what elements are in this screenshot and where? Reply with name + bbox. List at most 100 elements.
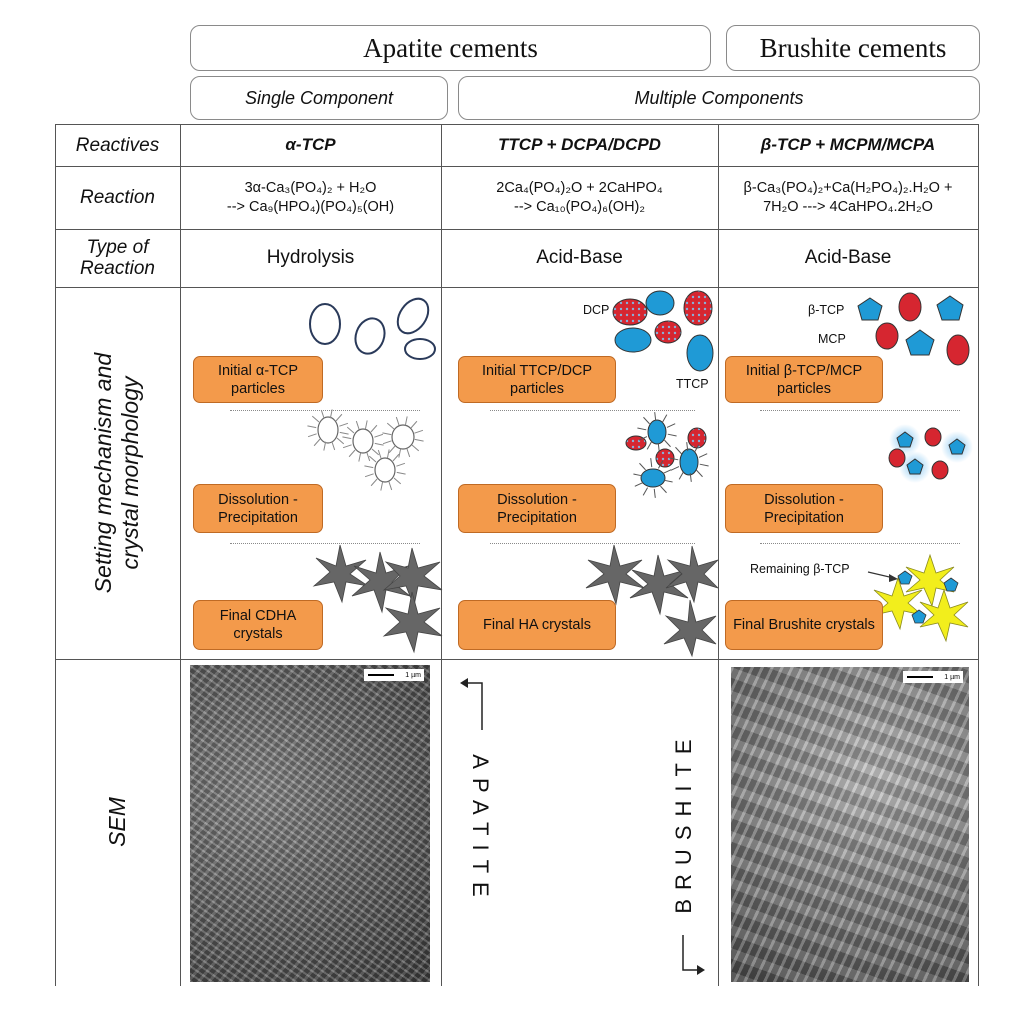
spike-line (382, 440, 392, 445)
spike-line (411, 444, 420, 452)
spike-line (699, 463, 709, 467)
spike-line (667, 433, 677, 437)
table-line-reaction (55, 229, 978, 230)
table-line-col1 (180, 124, 181, 986)
reaction-col1-line1: 3α-Ca₃(PO₄)₂ + H₂O (244, 179, 377, 196)
spike-line (410, 420, 418, 429)
spike-line (370, 424, 378, 433)
spike-line (675, 446, 682, 455)
scale-bar-text: 1 µm (944, 673, 960, 681)
spike-line (639, 462, 646, 471)
brushite-arrow (682, 935, 698, 971)
spike-line (339, 431, 349, 435)
scale-bar-brushite: 1 µm (903, 671, 963, 683)
table-line-setting (55, 659, 978, 660)
stage-separator (490, 410, 695, 411)
spike-line (686, 442, 689, 452)
row-label-type: Type of Reaction (55, 229, 180, 287)
spike-line (662, 469, 672, 474)
table-line-col3 (718, 124, 719, 986)
spike-line (364, 473, 374, 478)
type-col2: Acid-Base (536, 247, 623, 268)
alpha-tcp-particles (309, 297, 436, 360)
spike-line (650, 458, 653, 468)
spike-line (653, 488, 656, 498)
reactives-col3: β-TCP + MCPM/MCPA (760, 135, 936, 154)
spike-line (666, 423, 676, 428)
row-label-type-line1: Type of (86, 237, 149, 258)
spike-line (404, 416, 408, 426)
spike-line (386, 449, 390, 459)
spike-line (406, 448, 411, 458)
spike-line (633, 473, 643, 477)
spike-line (657, 460, 664, 469)
spike-line (678, 471, 685, 480)
spike-line (311, 415, 320, 423)
type-col3: Acid-Base (804, 247, 892, 268)
stage-separator (230, 543, 420, 544)
spike-line (414, 438, 424, 442)
spike-line (698, 453, 708, 458)
stage-separator (490, 543, 695, 544)
cdha-crystals (312, 544, 443, 654)
spike-line (634, 482, 644, 487)
spike-line (374, 442, 384, 446)
spike-line (395, 416, 400, 426)
brushite-cements-header: Brushite cements (726, 25, 980, 71)
spike-line (382, 432, 392, 436)
spike-line (331, 441, 336, 451)
apatite-arrow (467, 682, 483, 730)
single-component-header: Single Component (190, 76, 448, 120)
scale-bar-text: 1 µm (405, 671, 421, 679)
spike-line (307, 425, 317, 429)
stage-initial-col2: Initial TTCP/DCP particles (458, 356, 616, 403)
spike-line (396, 471, 406, 475)
spike-line (661, 414, 668, 423)
reaction-col2-line2: --> Ca₁₀(PO₄)₆(OH)₂ (513, 198, 645, 215)
stage-initial-col1: Initial α-TCP particles (193, 356, 323, 403)
spike-line (355, 420, 360, 430)
stage-final-col2: Final HA crystals (458, 600, 616, 650)
spike-line (371, 448, 380, 456)
spike-line (388, 445, 396, 454)
row-label-reaction: Reaction (80, 187, 155, 208)
stage-dissolution-col1: Dissolution - Precipitation (193, 484, 323, 533)
brushite-arrow-text: BRUSHITE (671, 730, 696, 914)
spike-line (393, 477, 402, 485)
spike-line (358, 452, 362, 462)
spike-line (307, 433, 317, 438)
ttcp-dcp-dissolving (625, 419, 707, 488)
stage-initial-col3: Initial β-TCP/MCP particles (725, 356, 883, 403)
multiple-components-header: Multiple Components (458, 76, 980, 120)
spike-line (414, 429, 424, 434)
spike-line (313, 438, 321, 447)
spike-line (368, 455, 377, 463)
spike-line (380, 481, 384, 491)
spike-line (398, 448, 402, 458)
spike-line (374, 433, 384, 438)
reaction-col3: β-Ca₃(PO₄)₂+Ca(H₂PO₄)₂.H₂O + 7H₂O ---> 4… (718, 166, 978, 229)
spike-line (336, 437, 345, 445)
spike-line (370, 478, 378, 487)
spike-line (643, 416, 650, 425)
spike-line (660, 485, 667, 494)
spike-line (348, 449, 356, 458)
table-line-right (978, 124, 979, 986)
reactives-col1: α-TCP (285, 135, 336, 154)
stage-separator (760, 410, 960, 411)
spike-line (388, 481, 393, 491)
sem-image-apatite: 1 µm (190, 665, 430, 982)
spike-line (637, 427, 647, 431)
spike-line (364, 420, 368, 430)
stage-final-col3: Final Brushite crystals (725, 600, 883, 650)
spike-line (657, 442, 660, 452)
reaction-col1-line2: --> Ca₉(HPO₄)(PO₄)₅(OH) (226, 198, 395, 215)
spike-line (346, 426, 355, 434)
spike-line (342, 436, 352, 440)
brushite-crystals (873, 553, 969, 643)
table-line-reactives (55, 166, 978, 167)
apatite-arrow-text: APATITE (468, 754, 493, 906)
reaction-col2-line1: 2Ca₄(PO₄)₂O + 2CaHPO₄ (496, 179, 663, 196)
